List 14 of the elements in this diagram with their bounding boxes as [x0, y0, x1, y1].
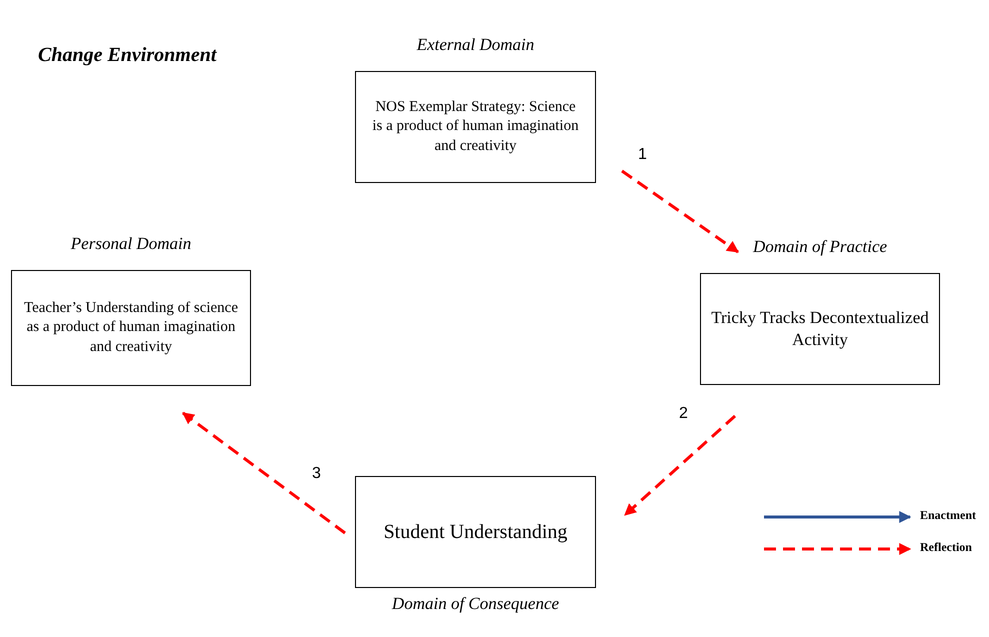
legend-text: Reflection: [920, 540, 972, 555]
edge-label: 3: [312, 465, 321, 483]
domain-heading: Domain of Practice: [752, 236, 888, 258]
box-text: Student Understanding: [384, 520, 568, 545]
domain-heading: Domain of Consequence: [390, 593, 560, 615]
box-text: Tricky Tracks Decontextualized Activity: [710, 306, 930, 351]
diagram-title: Change Environment: [38, 44, 216, 67]
legend-text: Enactment: [920, 508, 976, 523]
box-text: NOS Exemplar Strategy: Science is a product of human imagination and creativity: [371, 98, 580, 156]
box-text: Teacher’s Understanding of science as a product of human imagination and creativity: [23, 298, 239, 357]
domain-heading: Personal Domain: [70, 233, 192, 255]
edge-label: 1: [638, 146, 647, 164]
domain-heading: External Domain: [416, 34, 536, 56]
edge-label: 2: [679, 405, 688, 423]
